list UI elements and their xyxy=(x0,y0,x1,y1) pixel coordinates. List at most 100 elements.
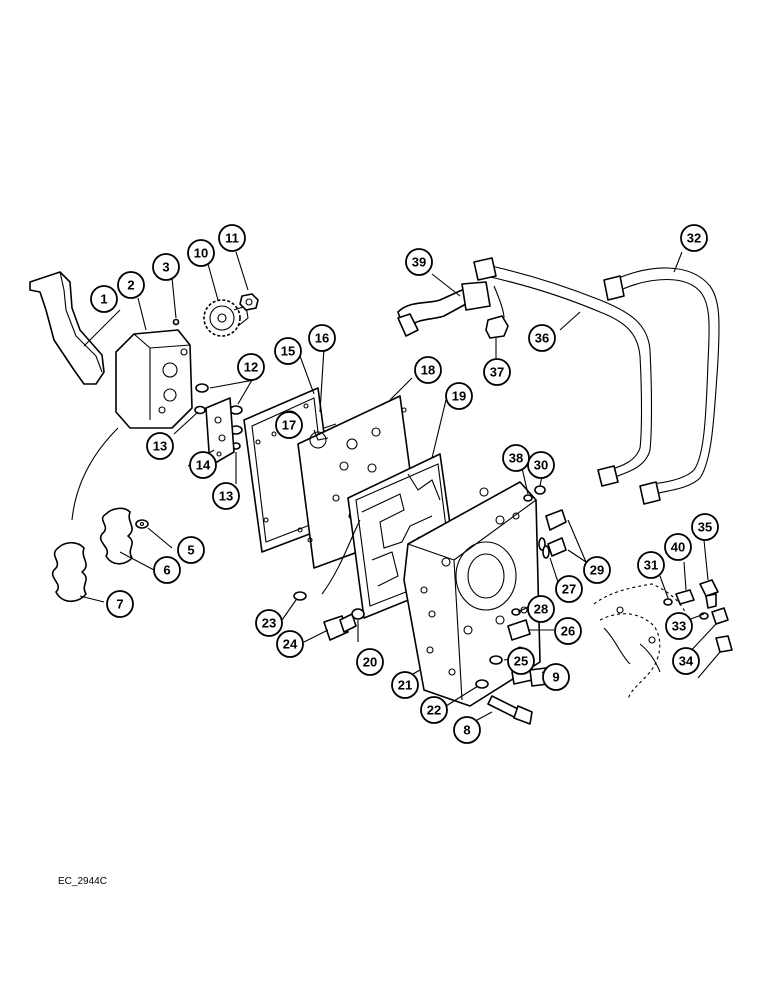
part-small-plate xyxy=(205,397,235,467)
callout-15: 15 xyxy=(274,337,302,365)
callout-label: 8 xyxy=(463,723,470,738)
callout-label: 3 xyxy=(162,260,169,275)
callout-35: 35 xyxy=(691,513,719,541)
callout-14: 14 xyxy=(189,451,217,479)
part-bracket xyxy=(29,271,105,385)
callout-23: 23 xyxy=(255,609,283,637)
callout-label: 24 xyxy=(283,637,298,652)
callout-circle xyxy=(672,647,700,675)
callout-circle xyxy=(554,617,582,645)
callout-6: 6 xyxy=(153,556,181,584)
callout-9: 9 xyxy=(542,663,570,691)
callout-21: 21 xyxy=(391,671,419,699)
part-leader-39 xyxy=(493,285,505,319)
callout-26: 26 xyxy=(554,617,582,645)
part-nut xyxy=(239,293,259,311)
callout-label: 2 xyxy=(127,278,134,293)
callout-label: 12 xyxy=(244,360,258,375)
callout-circle xyxy=(152,253,180,281)
callout-circle xyxy=(405,248,433,276)
callout-circle xyxy=(274,337,302,365)
callout-circle xyxy=(106,590,134,618)
callout-34: 34 xyxy=(672,647,700,675)
callout-circle xyxy=(177,536,205,564)
callout-circle xyxy=(275,411,303,439)
callout-circle xyxy=(528,324,556,352)
callout-circle xyxy=(542,663,570,691)
callout-25: 25 xyxy=(507,647,535,675)
callout-circle xyxy=(637,551,665,579)
callout-circle xyxy=(212,482,240,510)
callout-circle xyxy=(117,271,145,299)
callout-label: 23 xyxy=(262,616,276,631)
part-pump-housing xyxy=(115,329,193,429)
callout-28: 28 xyxy=(527,595,555,623)
part-seals xyxy=(51,427,149,603)
callout-1: 1 xyxy=(90,285,118,313)
callout-33: 33 xyxy=(665,612,693,640)
callout-39: 39 xyxy=(405,248,433,276)
callout-label: 36 xyxy=(535,331,549,346)
part-tube-37 xyxy=(473,257,653,487)
callout-label: 22 xyxy=(427,703,441,718)
part-nut-39 xyxy=(485,315,509,339)
callout-label: 13 xyxy=(219,489,233,504)
part-valve-body xyxy=(403,481,541,707)
callout-37: 37 xyxy=(483,358,511,386)
callout-label: 29 xyxy=(590,563,604,578)
callout-circle xyxy=(146,432,174,460)
callout-circle xyxy=(255,609,283,637)
callout-circle xyxy=(680,224,708,252)
callout-16: 16 xyxy=(308,324,336,352)
callout-label: 37 xyxy=(490,365,504,380)
callout-label: 39 xyxy=(412,255,426,270)
callout-27: 27 xyxy=(555,575,583,603)
callout-32: 32 xyxy=(680,224,708,252)
part-pin xyxy=(172,318,180,326)
callout-label: 1 xyxy=(100,292,107,307)
callout-36: 36 xyxy=(528,324,556,352)
callout-circle xyxy=(90,285,118,313)
callout-label: 19 xyxy=(452,389,466,404)
callout-13: 13 xyxy=(212,482,240,510)
callout-label: 35 xyxy=(698,520,712,535)
callout-40: 40 xyxy=(664,533,692,561)
callout-circle xyxy=(555,575,583,603)
callout-circle xyxy=(356,648,384,676)
callout-17: 17 xyxy=(275,411,303,439)
callout-label: 38 xyxy=(509,451,523,466)
diagram-code: EC_2944C xyxy=(58,876,107,887)
callout-7: 7 xyxy=(106,590,134,618)
callout-20: 20 xyxy=(356,648,384,676)
callout-circle xyxy=(189,451,217,479)
callout-12: 12 xyxy=(237,353,265,381)
callout-circle xyxy=(445,382,473,410)
callout-30: 30 xyxy=(527,451,555,479)
callout-label: 17 xyxy=(282,418,296,433)
callout-label: 10 xyxy=(194,246,208,261)
callout-circle xyxy=(218,224,246,252)
callout-31: 31 xyxy=(637,551,665,579)
callout-2: 2 xyxy=(117,271,145,299)
callout-circle xyxy=(187,239,215,267)
callout-circle xyxy=(420,696,448,724)
callout-circle xyxy=(527,595,555,623)
callout-label: 32 xyxy=(687,231,701,246)
callout-label: 11 xyxy=(225,231,239,246)
part-fittings-18-24 xyxy=(293,519,365,641)
callout-circle xyxy=(507,647,535,675)
part-tube-36 xyxy=(603,267,720,505)
callout-label: 25 xyxy=(514,654,528,669)
callout-8: 8 xyxy=(453,716,481,744)
callout-label: 14 xyxy=(196,458,211,473)
callout-22: 22 xyxy=(420,696,448,724)
callout-label: 20 xyxy=(363,655,377,670)
callout-circle xyxy=(453,716,481,744)
callout-label: 6 xyxy=(163,563,170,578)
callout-circle xyxy=(665,612,693,640)
callout-circle xyxy=(664,533,692,561)
callout-label: 16 xyxy=(315,331,329,346)
callout-19: 19 xyxy=(445,382,473,410)
callout-label: 18 xyxy=(421,363,435,378)
